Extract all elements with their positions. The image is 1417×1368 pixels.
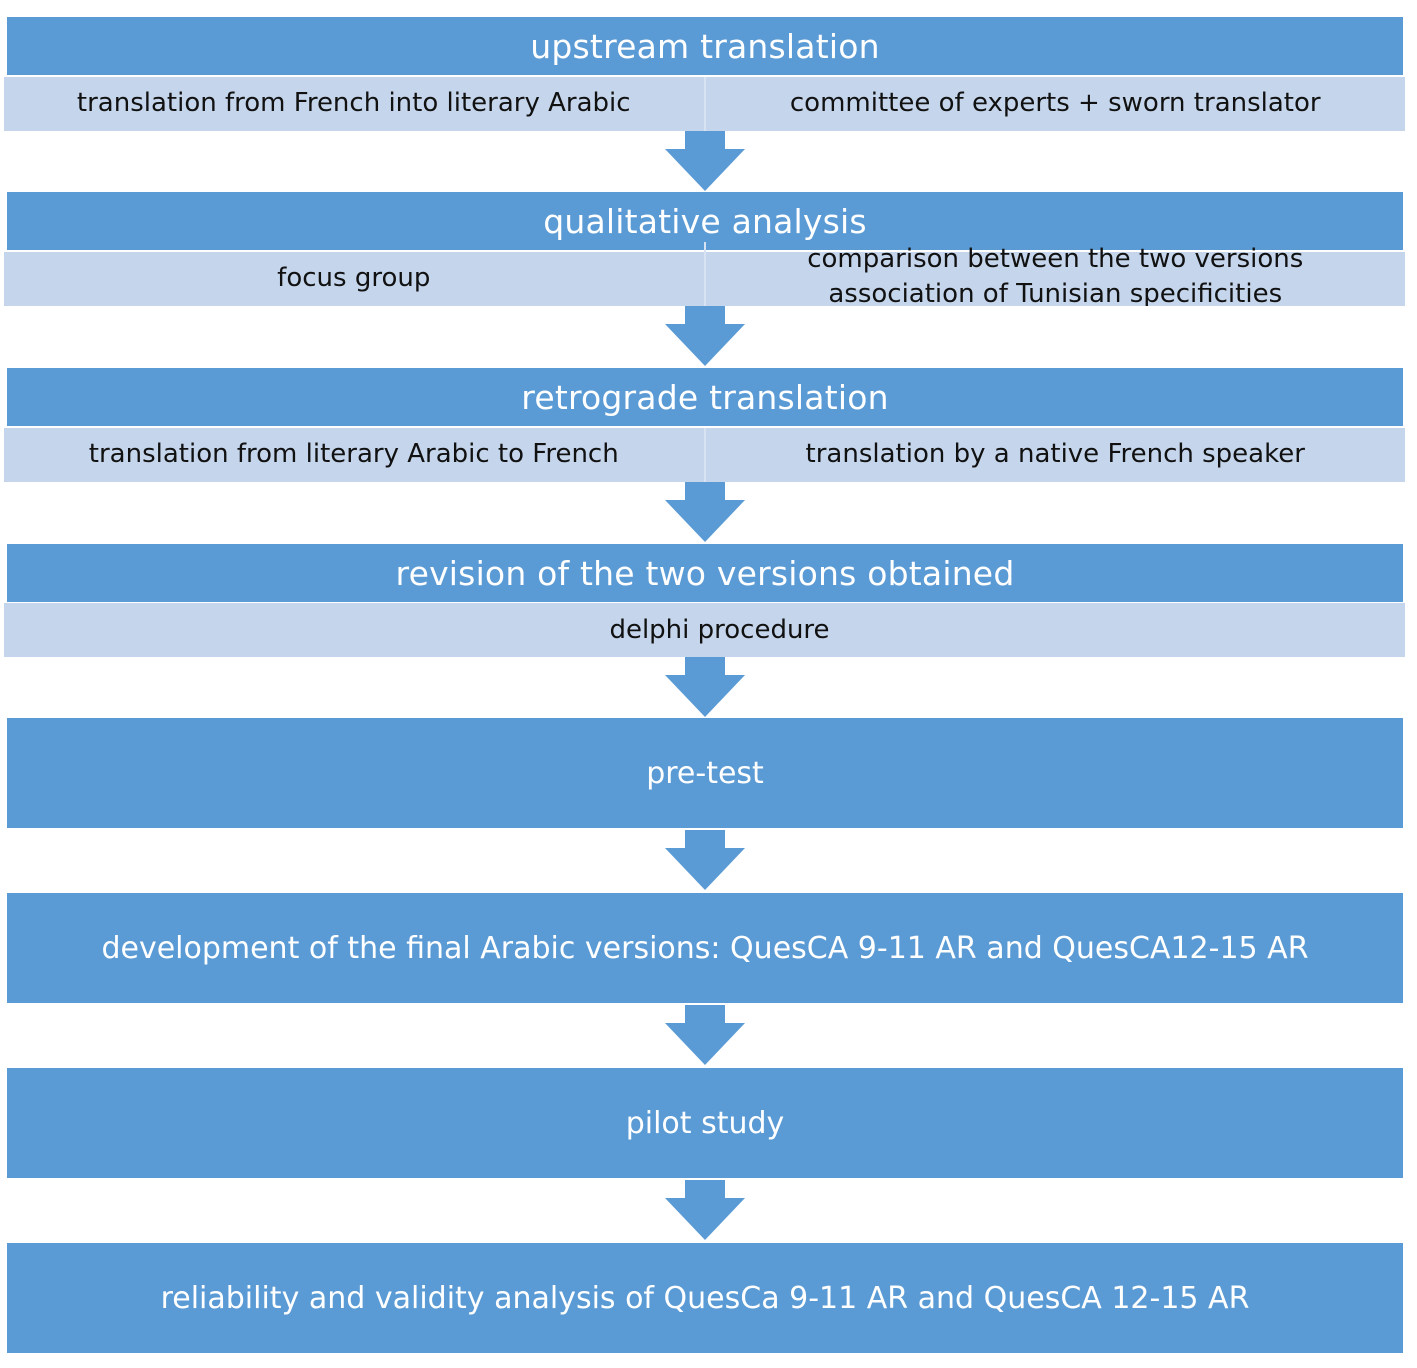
step-revision-details: delphi procedure xyxy=(4,603,1405,657)
step-upstream-translation-details: translation from French into literary Ar… xyxy=(4,77,1405,131)
step-reliability-validity: reliability and validity analysis of Que… xyxy=(7,1243,1403,1353)
retrograde-translation-method: translation from literary Arabic to Fren… xyxy=(4,428,704,482)
down-arrow-icon xyxy=(665,657,745,717)
step-retrograde-translation-details: translation from literary Arabic to Fren… xyxy=(4,428,1405,482)
upstream-translation-actors-text: committee of experts + sworn translator xyxy=(789,88,1321,119)
retrograde-translation-method-text: translation from literary Arabic to Fren… xyxy=(88,439,619,470)
revision-procedure-text: delphi procedure xyxy=(609,615,830,645)
upstream-translation-actors: committee of experts + sworn translator xyxy=(703,77,1406,131)
upstream-translation-method: translation from French into literary Ar… xyxy=(4,77,704,131)
qualitative-analysis-actions: comparison between the two versions asso… xyxy=(703,242,1406,306)
step-qualitative-analysis-details: focus group comparison between the two v… xyxy=(4,242,1405,306)
down-arrow-icon xyxy=(665,1005,745,1065)
down-arrow-icon xyxy=(665,830,745,890)
step-upstream-translation-header: upstream translation xyxy=(7,17,1403,75)
down-arrow-icon xyxy=(665,131,745,191)
qualitative-analysis-method-text: focus group xyxy=(277,263,431,294)
qualitative-analysis-specificities-text: association of Tunisian specificities xyxy=(828,279,1283,306)
step-final-arabic-versions: development of the final Arabic versions… xyxy=(7,893,1403,1003)
qualitative-analysis-comparison-text: comparison between the two versions xyxy=(807,244,1304,274)
down-arrow-icon xyxy=(665,306,745,366)
step-pre-test: pre-test xyxy=(7,718,1403,828)
retrograde-translation-actor: translation by a native French speaker xyxy=(703,428,1406,482)
retrograde-translation-actor-text: translation by a native French speaker xyxy=(805,439,1305,470)
step-qualitative-analysis-header: qualitative analysis xyxy=(7,192,1403,250)
revision-procedure: delphi procedure xyxy=(4,603,1405,657)
step-revision-header: revision of the two versions obtained xyxy=(7,544,1403,602)
qualitative-analysis-method: focus group xyxy=(4,252,704,306)
down-arrow-icon xyxy=(665,1180,745,1240)
down-arrow-icon xyxy=(665,482,745,542)
step-pilot-study: pilot study xyxy=(7,1068,1403,1178)
upstream-translation-method-text: translation from French into literary Ar… xyxy=(76,88,631,119)
step-retrograde-translation-header: retrograde translation xyxy=(7,368,1403,426)
